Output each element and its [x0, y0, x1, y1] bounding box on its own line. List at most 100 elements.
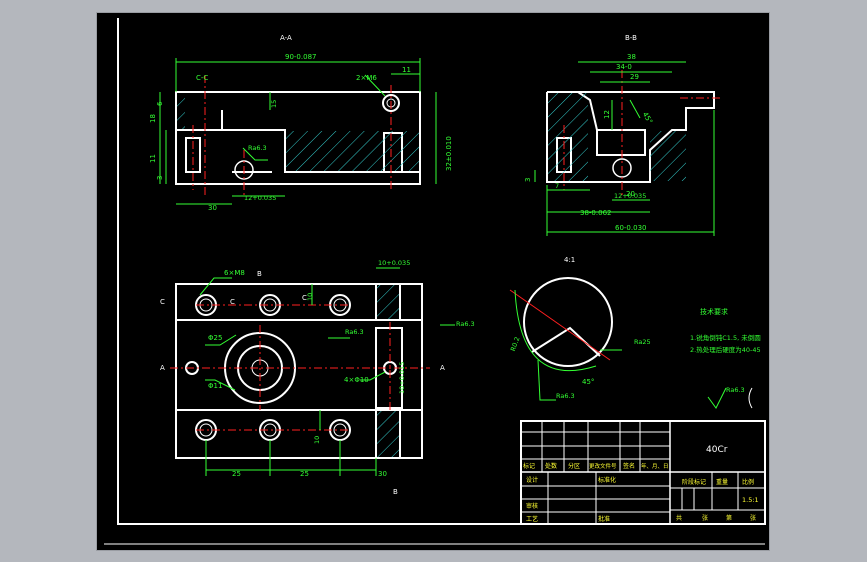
plan-dim-holes: 6×M8: [224, 269, 245, 277]
cad-model-space[interactable]: [97, 13, 769, 550]
detail-scale: 4:1: [564, 256, 575, 264]
plan-dim-pin: 4×Φ10: [344, 376, 369, 384]
general-roughness: Ra6.3: [707, 386, 753, 409]
aa-dim-bottom-mid: 12+0.035: [244, 194, 276, 202]
section-bb-view: B-B 38: [524, 34, 720, 236]
bb-dim-left: 3: [524, 178, 532, 182]
aa-dim-inner: 15: [270, 100, 278, 108]
title-block-grid: [520, 420, 766, 525]
plan-ra2: Ra6.3: [456, 320, 475, 328]
detail-dimension-lines: [514, 289, 622, 401]
bb-dim-small: 7: [555, 182, 559, 190]
technical-notes: 技术要求 1.锐角倒钝C1.5, 未倒圆 2.热处理后硬度为40-45: [690, 307, 761, 354]
plan-mark-a-right: A: [440, 364, 445, 372]
aa-dim-height2: 6: [156, 101, 164, 106]
plan-view: 6×M8 10+0.035 10 Φ25 Φ11 Ra6.3 Ra6.3 4×Φ…: [160, 259, 475, 496]
aa-dim-height: 18: [149, 114, 157, 123]
aa-dim-overall: 90-0.087: [285, 53, 316, 61]
detail-view: 4:1 Ra25 R0.2 45° Ra6.3: [509, 256, 651, 401]
notes-title: 技术要求: [700, 307, 728, 316]
detail-ra2: Ra6.3: [556, 392, 575, 400]
bb-dim-bottom2: 12+0.035: [614, 192, 646, 200]
detail-r: R0.2: [509, 336, 522, 353]
section-bb-hatch-left: [548, 93, 588, 181]
plan-dim-bottom1: 25: [232, 470, 241, 478]
tb-scale-value: 1.5:1: [742, 496, 759, 504]
bb-dimension-lines: [534, 61, 715, 236]
plan-mark-c-left: C: [160, 298, 165, 306]
tb-r-scale: 比例: [742, 478, 754, 486]
notes-line-1: 1.锐角倒钝C1.5, 未倒圆: [690, 333, 761, 342]
tb-r-stage: 阶段标记: [682, 478, 706, 486]
tb-h-sign: 签名: [623, 462, 635, 470]
detail-centerline: [509, 289, 611, 361]
bb-dim-top1: 38: [627, 53, 636, 61]
plan-dimension-lines: [199, 267, 455, 476]
detail-angle: 45°: [582, 378, 594, 386]
tb-sheets-label: 张: [702, 514, 708, 522]
bb-dim-top2: 34-0: [616, 63, 632, 71]
aa-cut-label: C-C: [196, 74, 208, 82]
aa-dim-left-v: 11: [149, 154, 157, 163]
plan-mark-a-left: A: [160, 364, 165, 372]
tb-sheet-no: 第: [726, 514, 732, 522]
tb-sheet-label: 张: [750, 514, 756, 522]
plan-dim-bottom2: 25: [300, 470, 309, 478]
section-aa-view: A-A: [149, 34, 453, 212]
plan-dim-v: 10: [313, 436, 321, 444]
tb-r-weight: 重量: [716, 478, 728, 486]
aa-dimension-lines: [159, 58, 437, 205]
plan-hatch: [377, 285, 399, 457]
bb-dim-top3: 29: [630, 73, 639, 81]
plan-mark-c-right2: C: [302, 294, 307, 302]
bb-dim-angle: 45°: [641, 111, 654, 126]
tb-material: 40Cr: [706, 445, 728, 455]
tb-r-check: 审核: [526, 502, 538, 510]
tb-h-date: 年、月、日: [641, 462, 669, 470]
plan-dim-side: 10: [306, 293, 314, 301]
tb-h-zone: 分区: [568, 462, 580, 470]
detail-ra: Ra25: [634, 338, 651, 346]
section-bb-title: B-B: [625, 34, 637, 42]
plan-ra1: Ra6.3: [345, 328, 364, 336]
tb-r-std: 标准化: [598, 476, 616, 484]
aa-roughness: Ra6.3: [248, 144, 267, 152]
plan-outline: [175, 283, 423, 459]
tb-h-docno: 更改文件号: [589, 462, 617, 470]
aa-dim-left-v2: 3: [156, 176, 164, 180]
bb-dim-v: 12: [603, 110, 611, 119]
section-aa-hatch-left: [177, 93, 185, 129]
general-roughness-value: Ra6.3: [726, 386, 745, 394]
bb-dim-bottom4: 60-0.030: [615, 224, 646, 232]
plan-dim-bottom3: 30: [378, 470, 387, 478]
aa-dim-bottom-left: 30: [208, 204, 217, 212]
notes-line-2: 2.热处理后硬度为40-45: [690, 345, 761, 354]
plan-mark-b-top: B: [257, 270, 262, 278]
tb-r-design: 设计: [526, 476, 538, 484]
title-block: 40Cr 标记 处数 分区 更改文件号 签名 年、月、日 设计 标准化 阶段标记…: [520, 420, 766, 525]
plan-centerlines: [170, 304, 430, 431]
tb-h-count: 处数: [545, 462, 557, 470]
aa-centerlines: [192, 75, 392, 195]
section-aa-title: A-A: [280, 34, 292, 42]
tb-r-process: 工艺: [526, 515, 538, 523]
aa-dim-holes: 2×M6: [356, 74, 377, 82]
section-aa-outline: [175, 91, 421, 185]
plan-dim-d1: Φ25: [208, 334, 222, 342]
bb-dim-bottom3: 38-0.062: [580, 209, 611, 217]
tb-r-approve: 批准: [598, 515, 610, 523]
plan-dim-right-top: 10+0.035: [378, 259, 410, 267]
plan-mark-c-right: C: [230, 298, 235, 306]
bb-centerlines: [563, 70, 720, 195]
plan-mark-b-bottom: B: [393, 488, 398, 496]
plan-dim-d2: Φ11: [208, 382, 222, 390]
section-aa-hatch: [286, 131, 419, 171]
detail-cut: [531, 326, 601, 357]
plan-dim-right-bot: 10+0.015: [398, 362, 406, 394]
aa-dim-right: 11: [402, 66, 411, 74]
aa-dim-tol: 32±0.010: [445, 136, 453, 171]
aa-thread-hole: [382, 94, 400, 112]
tb-sheets-total: 共: [676, 514, 682, 522]
detail-circle: [523, 277, 613, 367]
